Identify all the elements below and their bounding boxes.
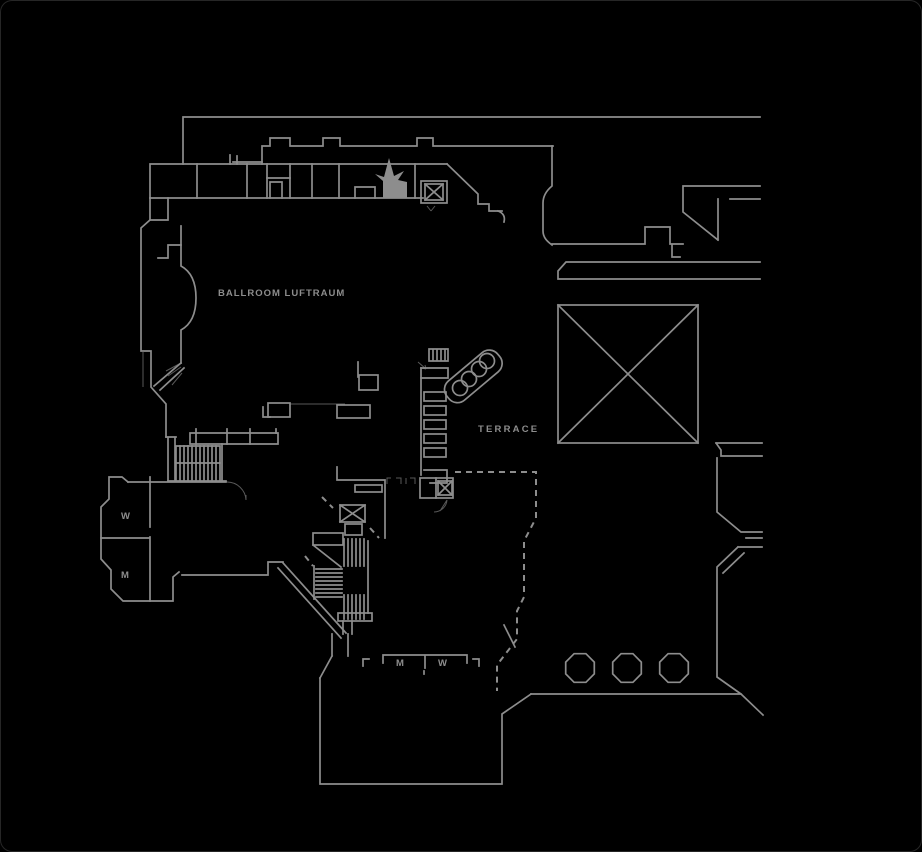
room-outline [319, 677, 533, 785]
restroom-w-bottom-label: W [438, 658, 447, 669]
stair-hatch [428, 348, 449, 362]
right-corridor-walls [530, 441, 765, 717]
dashed-ticks [321, 496, 380, 539]
room-dividers [196, 163, 416, 199]
outer-top-wall [182, 116, 761, 165]
ramp-with-circles [417, 349, 503, 404]
door-swing-icon [226, 481, 247, 501]
lobby-walls [336, 466, 386, 539]
restroom-m-bottom-label: M [396, 658, 404, 669]
top-right-walls [445, 145, 761, 280]
restroom-w-label: W [121, 511, 130, 522]
door-swing-icon [433, 499, 448, 513]
hatch-fan [165, 362, 183, 386]
wall-hook [496, 209, 506, 224]
main-stairs-icon [276, 532, 373, 640]
restroom-block [100, 476, 284, 602]
notched-wall [261, 137, 554, 165]
restroom-divider [100, 476, 151, 602]
columns [564, 652, 690, 684]
section-marker-icon [375, 158, 407, 198]
restroom-m-label: M [121, 570, 129, 581]
corner-room-walls [682, 185, 761, 242]
room-band-top [149, 163, 448, 199]
dashed-tick [304, 555, 314, 567]
bumped-wall [551, 226, 684, 258]
column-icon [658, 652, 690, 684]
mid-lobby [321, 466, 454, 539]
diagonal-wall [276, 561, 348, 640]
beam-strip [557, 261, 761, 280]
outer-wall [140, 218, 167, 438]
bar-counters [262, 361, 379, 419]
elevator-mid-icon [338, 503, 367, 536]
fixture-glyphs [386, 477, 416, 484]
stepped-diagonal-wall [445, 162, 503, 212]
column-icon [611, 652, 643, 684]
left-perimeter-wall [140, 197, 197, 438]
ballroom-label: BALLROOM LUFTRAUM [218, 288, 345, 299]
top-walls [149, 116, 761, 199]
column-icon [564, 652, 596, 684]
elevator-right-icon [419, 477, 454, 513]
curved-wall [542, 145, 554, 247]
terrace-boundary [455, 471, 537, 691]
terrace-label: TERRACE [478, 424, 539, 435]
bottom-room [318, 633, 533, 785]
elevator-top-icon [420, 180, 448, 212]
shaft-void-x-icon [556, 303, 700, 445]
service-stairs-icon [165, 428, 279, 482]
restroom-bracket [382, 654, 468, 675]
small-closets [269, 181, 376, 199]
wall-details [229, 154, 291, 179]
block-outline [100, 476, 181, 602]
bulge-wall [180, 225, 197, 364]
niche-stack-walls [420, 348, 449, 484]
